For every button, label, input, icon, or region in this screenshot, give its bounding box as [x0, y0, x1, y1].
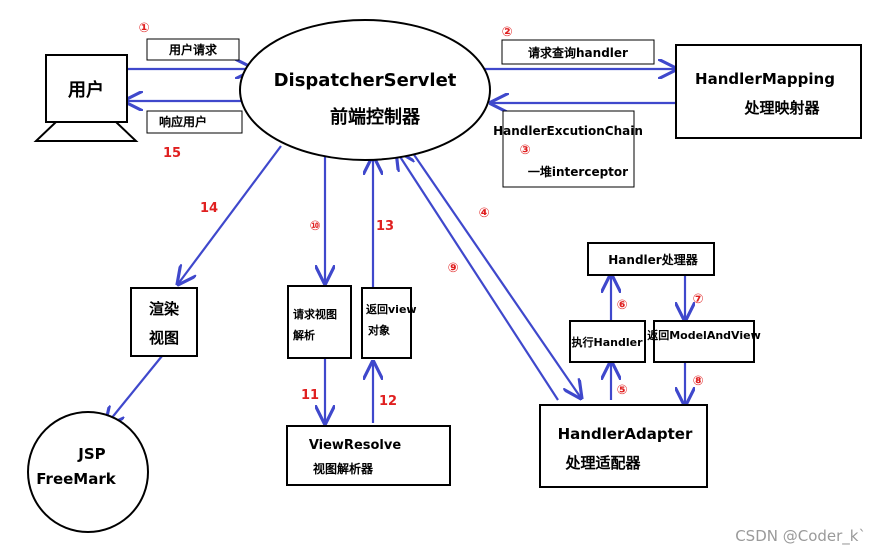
request-resolve-line2: 解析	[293, 328, 315, 342]
request-handler-label-box	[501, 39, 655, 65]
step-4: ④	[478, 206, 489, 221]
step-2: ②	[501, 25, 512, 40]
view-resolver-subtitle: 视图解析器	[313, 461, 374, 476]
render-view-line1: 渲染	[149, 300, 180, 318]
execution-chain-box	[502, 110, 635, 188]
step-10: ⑩	[309, 219, 320, 234]
execution-chain-number: ③	[519, 143, 530, 158]
request-resolve-line1: 请求视图	[293, 307, 337, 321]
handler-mapping-title: HandlerMapping	[695, 70, 835, 88]
step-7: ⑦	[692, 292, 703, 307]
return-view-line1: 返回view	[366, 302, 417, 316]
step-numbers: ① ② ④ ⑤ ⑥ ⑦ ⑧ ⑨ ⑩ 11 12 13 14 15	[138, 21, 703, 409]
jsp-circle	[27, 411, 149, 533]
arrow-render	[178, 145, 282, 284]
shapes	[27, 19, 862, 533]
step-14: 14	[200, 201, 218, 216]
view-resolver-title: ViewResolve	[309, 438, 402, 453]
dispatcher-subtitle: 前端控制器	[330, 106, 421, 128]
handler-processor-box	[587, 242, 715, 276]
handler-adapter-title: HandlerAdapter	[558, 425, 693, 443]
view-resolver-box	[286, 425, 451, 486]
arrows	[106, 69, 685, 425]
jsp-line1: JSP	[77, 445, 105, 463]
jsp-line2: FreeMark	[36, 470, 116, 488]
execute-handler-label: 执行Handler	[572, 335, 644, 349]
arrow-adapter-back	[397, 152, 559, 401]
user-request-label: 用户请求	[168, 42, 218, 57]
return-mav-box	[653, 320, 755, 363]
user-label: 用户	[68, 79, 104, 101]
return-view-box	[361, 287, 412, 359]
execution-chain-subtitle: 一堆interceptor	[528, 164, 628, 179]
user-monitor-base	[33, 121, 139, 142]
execute-handler-box	[569, 320, 646, 363]
step-13: 13	[376, 219, 394, 234]
step-8: ⑧	[692, 374, 703, 389]
step-11: 11	[301, 388, 319, 403]
respond-user-label-box	[146, 110, 243, 134]
step-5: ⑤	[616, 383, 627, 398]
step-12: 12	[379, 394, 397, 409]
execution-chain-title: HandlerExcutionChain	[493, 124, 643, 138]
step-15: 15	[163, 146, 181, 161]
arrow-to-jsp	[106, 355, 163, 425]
handler-adapter-box	[539, 404, 708, 488]
step-9: ⑨	[447, 261, 458, 276]
dispatcher-title: DispatcherServlet	[274, 70, 457, 91]
return-mav-label: 返回ModelAndView	[647, 328, 761, 342]
handler-adapter-subtitle: 处理适配器	[564, 454, 641, 472]
handler-mapping-box	[675, 44, 862, 139]
dispatcher-ellipse	[239, 19, 491, 161]
respond-user-label: 响应用户	[159, 114, 207, 129]
user-request-label-box	[146, 38, 240, 61]
return-view-line2: 对象	[368, 323, 390, 337]
request-handler-label: 请求查询handler	[528, 45, 628, 60]
render-view-line2: 视图	[149, 329, 179, 347]
step-6: ⑥	[616, 298, 627, 313]
request-resolve-box	[287, 285, 352, 359]
step-1: ①	[138, 21, 149, 36]
render-view-box	[130, 287, 198, 357]
handler-processor-label: Handler处理器	[608, 252, 698, 267]
watermark: CSDN @Coder_k`	[735, 527, 866, 546]
arrow-to-adapter	[407, 145, 581, 398]
handler-mapping-subtitle: 处理映射器	[743, 99, 820, 117]
